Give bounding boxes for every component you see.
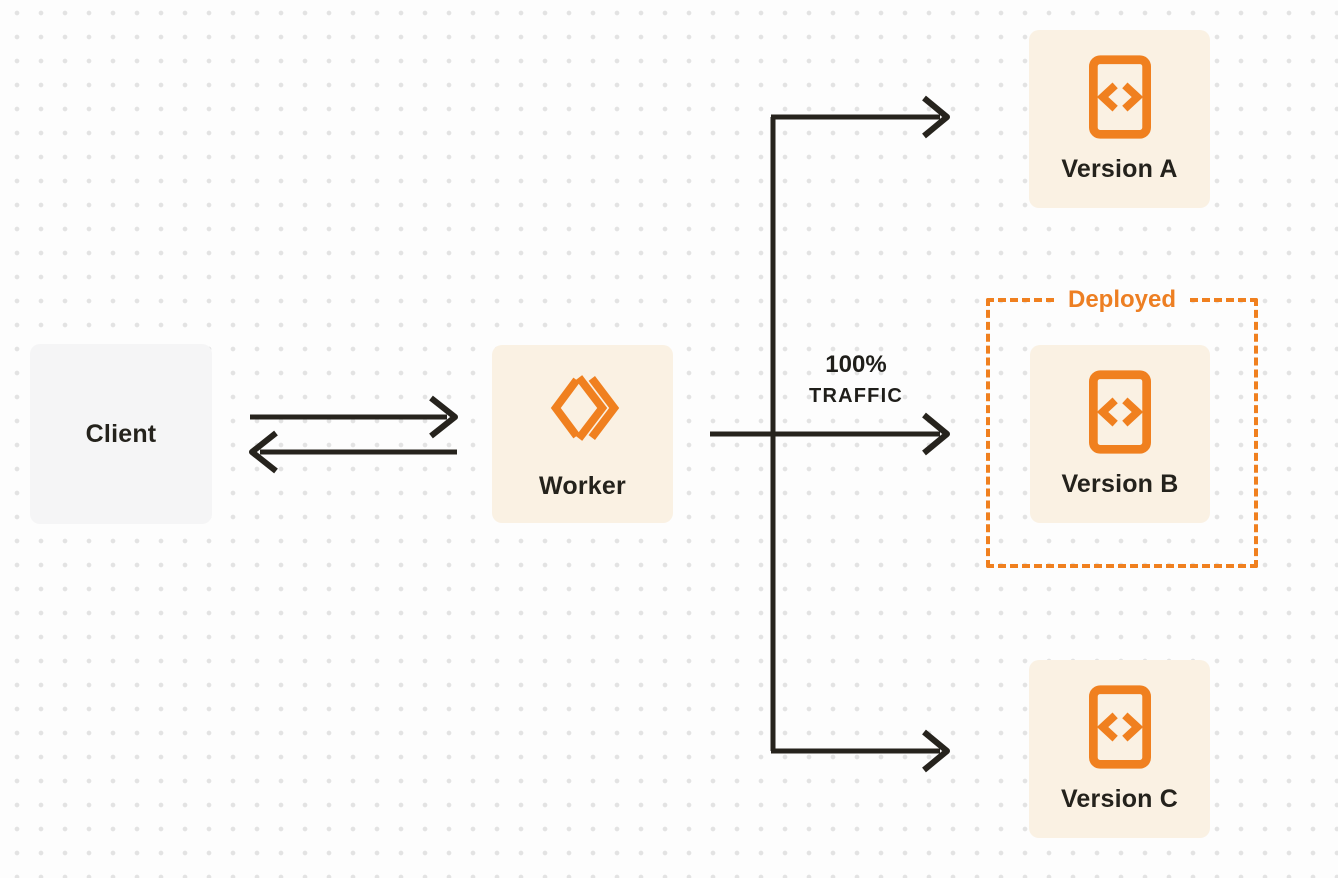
client-node-label: Client [85,419,157,448]
deployed-group-box: Deployed [986,285,1258,568]
version-c-node-label: Version C [1060,784,1179,813]
worker-node: Worker [492,345,673,523]
worker-node-label: Worker [539,471,626,500]
deployed-group-label: Deployed [1055,285,1189,315]
traffic-word-text: TRAFFIC [809,385,903,407]
traffic-percentage-label: 100% TRAFFIC [786,350,926,412]
worker-to-version-b-arrow [710,412,950,456]
client-to-worker-arrow [250,395,458,439]
code-file-icon [1088,54,1151,139]
code-file-icon [1088,684,1151,769]
client-node: Client [30,344,212,524]
version-b-node: Version B [1030,345,1210,523]
branch-to-version-c-arrow [771,729,950,773]
version-a-node-label: Version A [1061,154,1178,183]
version-c-node: Version C [1029,660,1210,838]
branch-to-version-a-arrow [771,95,950,139]
version-a-node: Version A [1029,30,1210,208]
code-file-icon [1089,369,1151,454]
worker-to-client-arrow [249,430,457,474]
version-b-node-label: Version B [1061,469,1179,498]
cloudflare-workers-icon [550,374,619,441]
traffic-percent-text: 100% [825,351,887,378]
